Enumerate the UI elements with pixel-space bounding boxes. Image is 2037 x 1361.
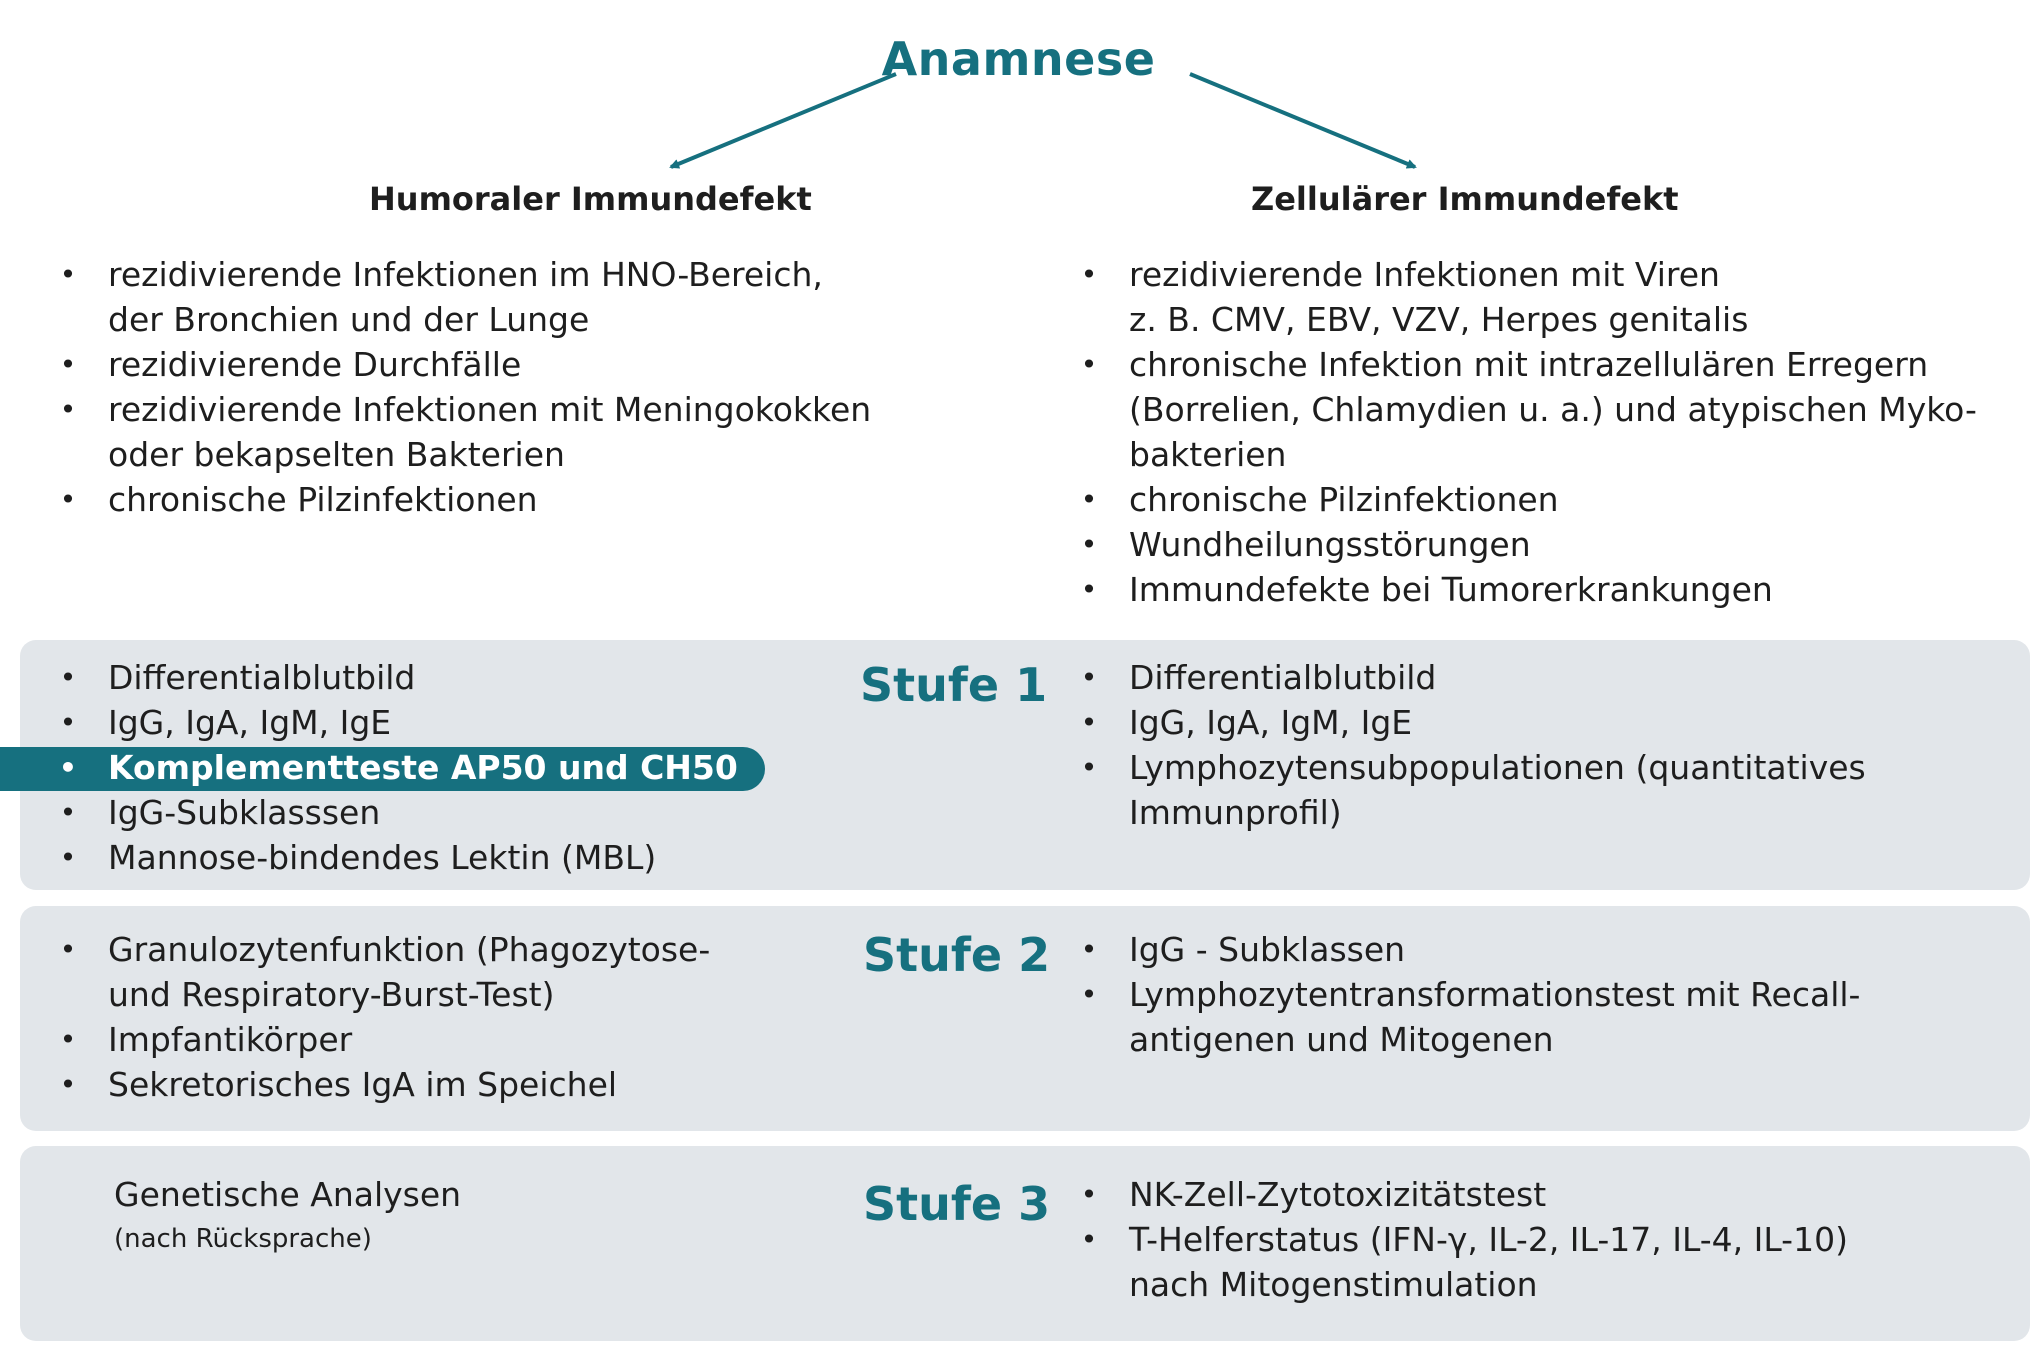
list-item: •Differentialblutbild	[1074, 655, 1866, 700]
bullet-icon: •	[1080, 348, 1098, 381]
list-item: bakterien	[1129, 435, 1287, 474]
bullet-icon: •	[1080, 751, 1098, 784]
list-item: •Differentialblutbild	[53, 655, 738, 700]
list-item: •rezidivierende Infektionen mit Meningok…	[53, 387, 871, 432]
list-item: •chronische Pilzinfektionen	[1074, 477, 1977, 522]
list-item: •NK-Zell-Zytotoxizitätstest	[1074, 1172, 1848, 1217]
bullet-icon: •	[59, 796, 77, 829]
bullet-icon: •	[1080, 933, 1098, 966]
list-item: und Respiratory-Burst-Test)	[108, 975, 555, 1014]
list-item: •Impfantikörper	[53, 1017, 710, 1062]
list-item: •IgG - Subklassen	[1074, 927, 1860, 972]
arrow-left	[669, 72, 897, 169]
bullet-icon: •	[59, 393, 77, 426]
bullet-icon: •	[59, 483, 77, 516]
bullet-icon: •	[1080, 1178, 1098, 1211]
stage-1-label: Stufe 1	[860, 658, 1048, 712]
list-item: •Sekretorisches IgA im Speichel	[53, 1062, 710, 1107]
list-item: •Mannose-bindendes Lektin (MBL)	[53, 835, 738, 880]
arrow-right	[1189, 72, 1417, 169]
bullet-icon: •	[1080, 483, 1098, 516]
highlight-bar	[0, 747, 765, 791]
list-item: Immunprofil)	[1129, 793, 1342, 832]
symptoms-humoral: •rezidivierende Infektionen im HNO-Berei…	[53, 252, 871, 522]
list-item: •chronische Pilzinfektionen	[53, 477, 871, 522]
bullet-icon: •	[1080, 706, 1098, 739]
title-anamnese: Anamnese	[881, 32, 1156, 86]
stage-1-humoral-tests: •Differentialblutbild •IgG, IgA, IgM, Ig…	[53, 655, 738, 880]
list-item: •Granulozytenfunktion (Phagozytose-	[53, 927, 711, 972]
stage-2-label: Stufe 2	[863, 928, 1051, 982]
bullet-icon: •	[59, 348, 77, 381]
bullet-icon: •	[59, 933, 77, 966]
heading-humoral: Humoraler Immundefekt	[369, 180, 812, 218]
stage-2-humoral-tests: •Granulozytenfunktion (Phagozytose- und …	[53, 927, 711, 1107]
list-item: oder bekapselten Bakterien	[108, 435, 565, 474]
bullet-icon: •	[59, 841, 77, 874]
bullet-icon: •	[59, 1023, 77, 1056]
bullet-icon: •	[1080, 528, 1098, 561]
list-item: •rezidivierende Durchfälle	[53, 342, 871, 387]
genetic-analysis-note: (nach Rücksprache)	[114, 1224, 372, 1254]
bullet-icon: •	[1080, 258, 1098, 291]
bullet-icon: •	[59, 661, 77, 694]
list-item: antigenen und Mitogenen	[1129, 1020, 1554, 1059]
bullet-icon: •	[59, 258, 77, 291]
list-item: •IgG-Subklasssen	[53, 790, 738, 835]
bullet-icon: •	[1080, 978, 1098, 1011]
stage-1-cellular-tests: •Differentialblutbild •IgG, IgA, IgM, Ig…	[1074, 655, 1866, 835]
bullet-icon: •	[1080, 1223, 1098, 1256]
list-item: •rezidivierende Infektionen mit Viren	[1074, 252, 1977, 297]
bullet-icon: •	[1080, 661, 1098, 694]
list-item: •chronische Infektion mit intrazelluläre…	[1074, 342, 1977, 387]
list-item: •Immundefekte bei Tumorerkrankungen	[1074, 567, 1977, 612]
arrows	[669, 72, 1417, 169]
stage-2-cellular-tests: •IgG - Subklassen •Lymphozytentransforma…	[1074, 927, 1861, 1062]
stage-2-panel	[20, 906, 2030, 1131]
list-item: der Bronchien und der Lunge	[108, 300, 590, 339]
bullet-icon: •	[59, 706, 77, 739]
list-item: •Wundheilungsstörungen	[1074, 522, 1977, 567]
list-item: z. B. CMV, EBV, VZV, Herpes genitalis	[1129, 300, 1749, 339]
list-item: nach Mitogenstimulation	[1129, 1265, 1538, 1304]
list-item: •IgG, IgA, IgM, IgE	[53, 700, 738, 745]
list-item: •rezidivierende Infektionen im HNO-Berei…	[53, 252, 871, 297]
stage-3-panel	[20, 1146, 2030, 1341]
list-item: •IgG, IgA, IgM, IgE	[1074, 700, 1866, 745]
list-item-highlighted: •Komplementteste AP50 und CH50	[53, 745, 738, 790]
stage-3-label: Stufe 3	[863, 1177, 1051, 1231]
list-item: (Borrelien, Chlamydien u. a.) und atypis…	[1129, 390, 1977, 429]
symptoms-cellular: •rezidivierende Infektionen mit Viren z.…	[1074, 252, 1977, 612]
stage-3-cellular-tests: •NK-Zell-Zytotoxizitätstest •T-Helfersta…	[1074, 1172, 1848, 1307]
list-item: •T-Helferstatus (IFN-γ, IL-2, IL-17, IL-…	[1074, 1217, 1848, 1262]
list-item: •Lymphozytensubpopulationen (quantitativ…	[1074, 745, 1866, 790]
bullet-icon: •	[1080, 573, 1098, 606]
bullet-icon: •	[59, 1068, 77, 1101]
genetic-analysis-text: Genetische Analysen	[114, 1175, 462, 1214]
list-item: •Lymphozytentransformationstest mit Reca…	[1074, 972, 1861, 1017]
heading-cellular: Zellulärer Immundefekt	[1251, 180, 1679, 218]
bullet-icon: •	[59, 751, 77, 784]
